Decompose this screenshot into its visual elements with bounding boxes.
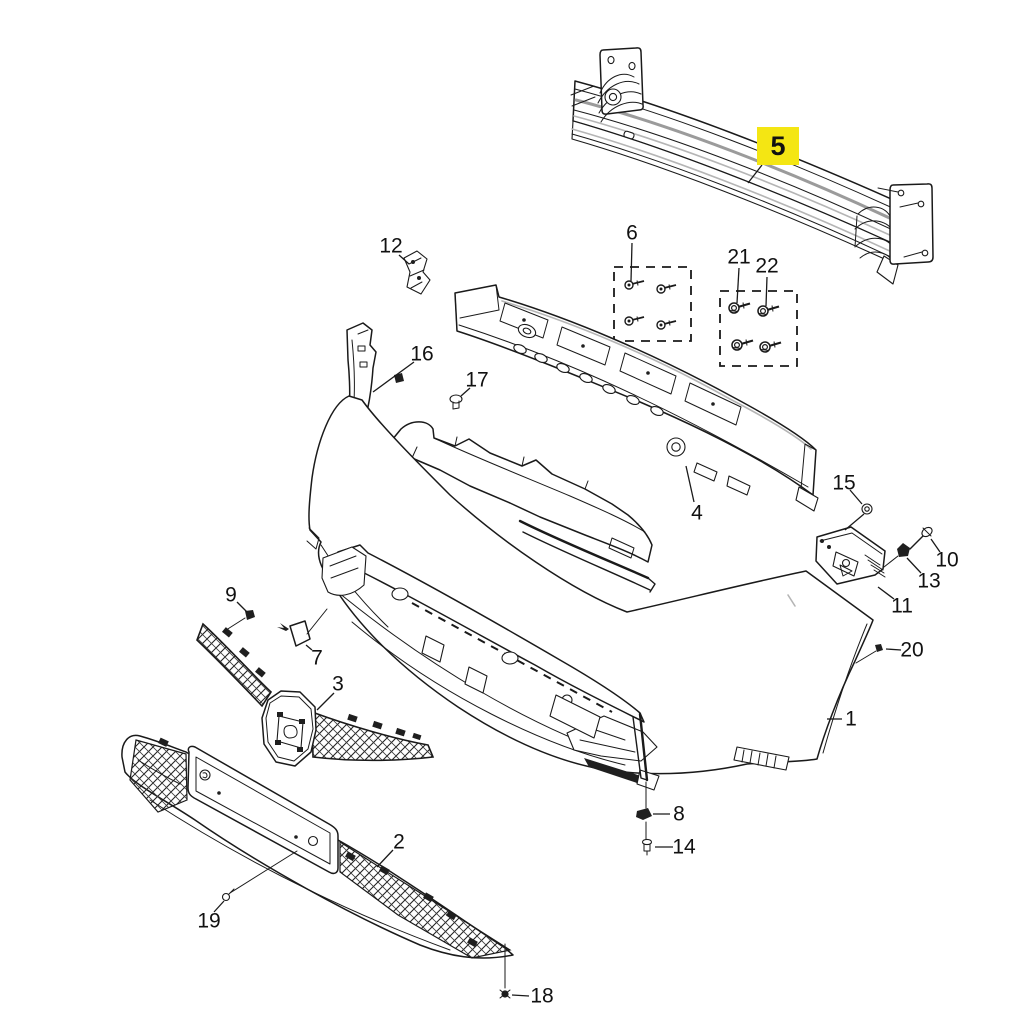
callout-label-4: 4 (691, 502, 703, 525)
callout-label-1: 1 (845, 708, 857, 731)
callout-9: 9 (225, 584, 248, 613)
bracket-11 (815, 526, 886, 585)
bracket-12 (403, 250, 431, 295)
screw-14 (641, 821, 653, 856)
screw-17 (449, 394, 463, 410)
callout-label-12: 12 (379, 235, 402, 258)
callout-label-16: 16 (410, 343, 433, 366)
callout-10: 10 (930, 538, 959, 572)
grille-emblem-mount (261, 690, 317, 767)
callout-label-15: 15 (832, 472, 855, 495)
callout-13: 13 (906, 557, 941, 593)
hardware-box-6 (613, 266, 692, 342)
callout-1: 1 (827, 708, 857, 731)
screw-19 (221, 850, 298, 902)
tow-eye-cover (277, 608, 328, 647)
callout-label-3: 3 (332, 673, 344, 696)
upper-grille (196, 622, 435, 767)
callout-label-17: 17 (465, 369, 488, 392)
callout-5: 5 (747, 127, 799, 184)
callout-label-2: 2 (393, 831, 405, 854)
callout-6: 6 (626, 222, 638, 282)
highlight-box (757, 127, 799, 165)
callout-label-19: 19 (197, 910, 220, 933)
license-plate-bracket (187, 745, 339, 875)
callout-22: 22 (755, 255, 779, 307)
callout-3: 3 (316, 673, 344, 711)
callout-14: 14 (655, 836, 696, 859)
callout-19: 19 (197, 900, 225, 933)
callout-8: 8 (653, 803, 685, 826)
callout-21: 21 (727, 246, 751, 304)
hardware-box-21-22 (719, 290, 798, 367)
callout-20: 20 (885, 639, 924, 662)
clip-16 (394, 373, 404, 383)
callout-2: 2 (376, 831, 405, 868)
screw-10 (909, 526, 933, 550)
callout-label-8: 8 (673, 803, 685, 826)
callout-label-13: 13 (917, 570, 940, 593)
nut-15 (861, 503, 873, 515)
callout-12: 12 (379, 235, 410, 265)
callout-label-6: 6 (626, 222, 638, 245)
clip-13 (883, 543, 910, 568)
callout-7: 7 (305, 644, 323, 670)
clip-20 (855, 644, 883, 664)
clip-8 (636, 781, 652, 820)
callout-label-7: 7 (311, 647, 323, 670)
callout-label-18: 18 (530, 985, 553, 1008)
clip-9 (222, 610, 255, 633)
callout-label-22: 22 (755, 255, 778, 278)
energy-absorber (454, 284, 819, 512)
callout-label-9: 9 (225, 584, 237, 607)
callout-4: 4 (685, 465, 703, 525)
callout-15: 15 (832, 472, 865, 531)
callout-11: 11 (877, 586, 913, 618)
callout-16: 16 (372, 343, 434, 393)
callout-label-5: 5 (770, 131, 785, 161)
callout-18: 18 (511, 985, 554, 1008)
callout-label-21: 21 (727, 246, 750, 269)
impact-bar (570, 47, 934, 285)
lower-grille (121, 734, 514, 959)
callout-label-14: 14 (672, 836, 696, 859)
callout-label-10: 10 (935, 549, 958, 572)
callout-label-11: 11 (891, 595, 913, 618)
callout-label-20: 20 (900, 639, 923, 662)
callout-17: 17 (460, 369, 489, 397)
fastener-18 (499, 943, 511, 999)
lower-deflector (321, 544, 649, 782)
